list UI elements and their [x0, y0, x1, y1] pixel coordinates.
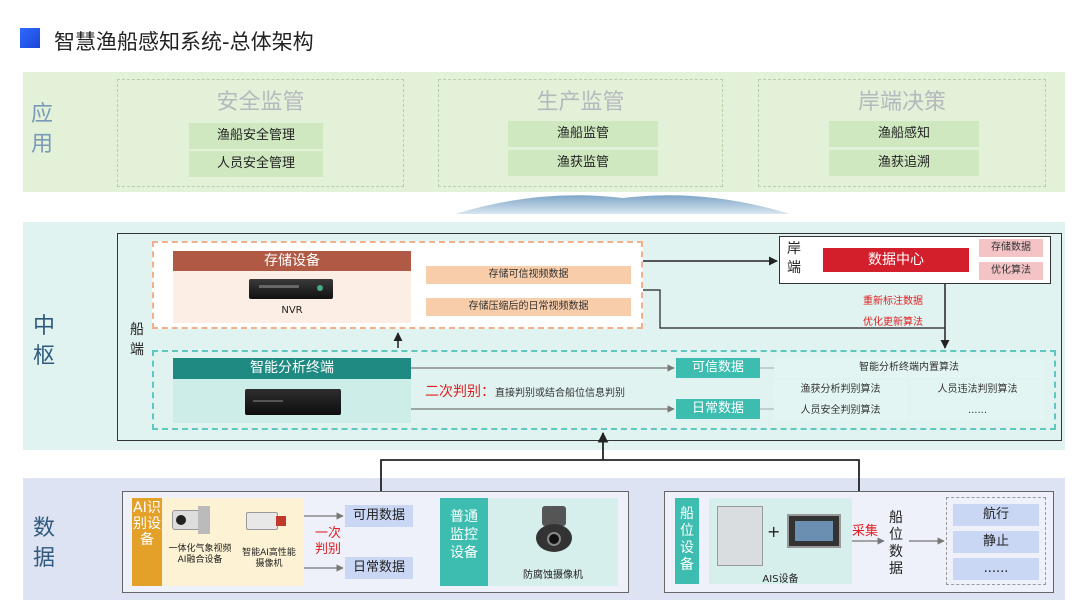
fusion-camera-icon: [172, 506, 212, 534]
usable-data-tag: 可用数据: [345, 505, 413, 527]
algo-header: 智能分析终端内置算法: [774, 358, 1044, 378]
dome-camera-icon: [536, 506, 572, 552]
fusion-device-label: 一体化气象视频AI融合设备: [168, 544, 232, 565]
normal-camera-device-label: 防腐蚀摄像机: [523, 570, 583, 581]
analysis-frame: [152, 350, 1056, 430]
storage-tag-trusted: 存储可信视频数据: [426, 266, 631, 284]
first-judge-label: 一次判别: [314, 526, 341, 557]
storage-tag-compressed: 存储压缩后的日常视频数据: [426, 298, 631, 316]
data-layer-label: 数据: [32, 516, 55, 571]
storage-title: 存储设备: [173, 251, 411, 271]
ais-panel: + AIS设备: [709, 498, 852, 585]
ai-recognition-label: AI识别设备: [132, 498, 162, 586]
algo-catch: 渔获分析判别算法: [774, 380, 907, 400]
shore-tag-optimize: 优化算法: [979, 262, 1043, 280]
data-uplink-bus: [380, 459, 860, 491]
app-group-production: [438, 79, 723, 187]
daily-data-tag: 日常数据: [676, 399, 760, 419]
app-group-shore-decision-title: 岸端决策: [857, 90, 946, 115]
position-data-label: 船位数据: [889, 510, 903, 577]
second-judge-label: 二次判别：: [425, 384, 495, 400]
position-device-label: 船位设备: [675, 498, 699, 584]
page-title: 智慧渔船感知系统-总体架构: [54, 30, 314, 54]
app-item-vessel-safety: 渔船安全管理: [189, 123, 323, 149]
app-uplink-mound: [455, 195, 790, 214]
app-group-production-title: 生产监管: [536, 90, 625, 115]
application-layer-label: 应用: [30, 102, 53, 157]
nvr-device-icon: [249, 279, 333, 299]
status-frame: [946, 497, 1046, 585]
ai-devices-panel: 一体化气象视频AI融合设备 智能AI高性能摄像机: [162, 498, 304, 586]
feedback-relabel: 重新标注数据: [863, 296, 923, 307]
ai-camera-label: 智能AI高性能摄像机: [242, 548, 296, 569]
normal-camera-label: 普通监控设备: [440, 498, 488, 586]
algo-crew-safety: 人员安全判别算法: [774, 401, 907, 421]
storage-to-shore-route: [643, 289, 945, 329]
hub-layer-label: 中枢: [32, 314, 55, 369]
app-item-crew-safety: 人员安全管理: [189, 151, 323, 177]
app-group-safety-title: 安全监管: [216, 90, 305, 115]
shore-tag-store: 存储数据: [979, 239, 1043, 257]
app-item-vessel-perception: 渔船感知: [829, 121, 979, 147]
feedback-update-algo: 优化更新算法: [863, 317, 923, 328]
algo-illegal: 人员违法判别算法: [911, 380, 1044, 400]
daily-data-source-tag: 日常数据: [345, 557, 413, 579]
app-group-shore-decision: [758, 79, 1046, 187]
collect-label: 采集: [852, 524, 879, 539]
ship-side-frame: [117, 233, 1062, 441]
normal-camera-panel: 防腐蚀摄像机: [488, 498, 618, 586]
data-center-box: 数据中心: [823, 248, 969, 272]
ai-camera-icon: [246, 512, 288, 532]
analysis-terminal-title: 智能分析终端: [173, 358, 411, 379]
shore-side-label: 岸端: [787, 241, 801, 276]
status-sailing: 航行: [953, 504, 1039, 526]
nvr-label: NVR: [281, 305, 303, 316]
status-stationary: 静止: [953, 531, 1039, 553]
second-judge-text: 直接判别或结合船位信息判别: [495, 388, 625, 399]
status-more: ......: [953, 558, 1039, 580]
ais-cabinet-icon: [717, 506, 763, 566]
app-item-catch-supervision: 渔获监管: [508, 150, 658, 176]
analysis-terminal-body: [173, 379, 411, 423]
analysis-terminal-icon: [245, 389, 341, 415]
trusted-data-tag: 可信数据: [676, 358, 760, 378]
algo-more: ......: [911, 401, 1044, 421]
ais-device-label: AIS设备: [762, 574, 799, 585]
app-group-safety: [117, 79, 404, 187]
ais-display-icon: [787, 514, 841, 548]
title-marker-icon: [20, 28, 40, 48]
ship-side-label: 船端: [130, 322, 144, 358]
app-item-vessel-supervision: 渔船监管: [508, 121, 658, 147]
storage-body: NVR: [173, 271, 411, 323]
ais-plus-icon: +: [767, 522, 781, 541]
app-item-catch-trace: 渔获追溯: [829, 150, 979, 176]
